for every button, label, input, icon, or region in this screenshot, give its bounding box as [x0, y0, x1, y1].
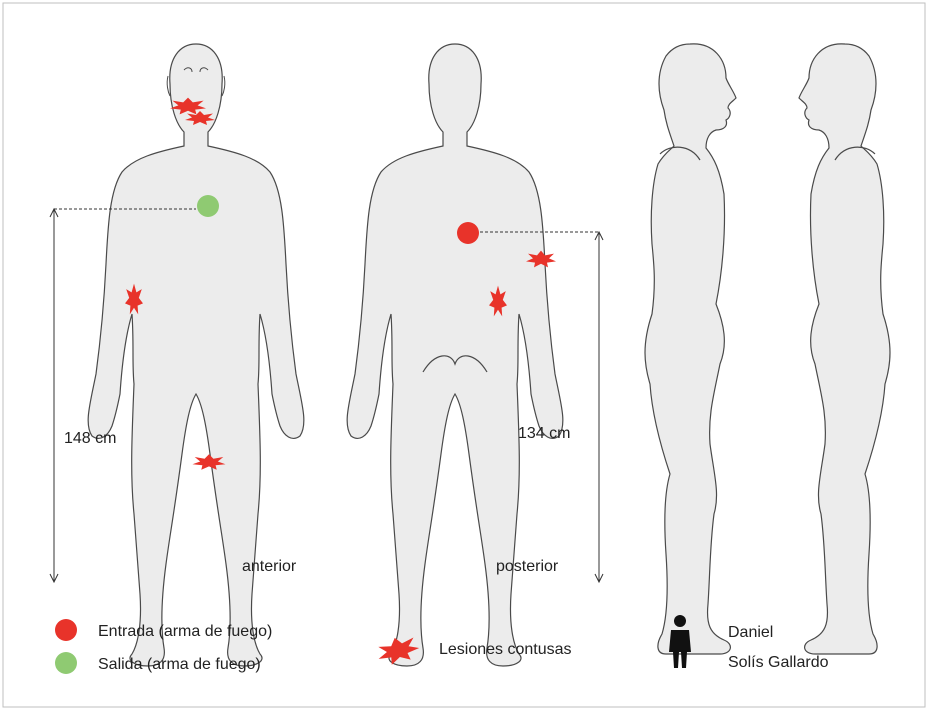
- legend-exit-marker: [55, 652, 77, 674]
- legend-entry-marker: [55, 619, 77, 641]
- person-name-last: Solís Gallardo: [728, 654, 829, 671]
- legend-entry-label: Entrada (arma de fuego): [98, 623, 272, 640]
- label-anterior: anterior: [242, 558, 297, 575]
- legend-exit-label: Salida (arma de fuego): [98, 656, 261, 673]
- wound-entry-back: [457, 222, 479, 244]
- person-name-first: Daniel: [728, 624, 773, 641]
- label-posterior: posterior: [496, 558, 559, 575]
- legend-blunt-label: Lesiones contusas: [439, 641, 572, 658]
- wound-exit-chest: [197, 195, 219, 217]
- height-label-front: 148 cm: [64, 430, 116, 447]
- height-label-back: 134 cm: [518, 425, 570, 442]
